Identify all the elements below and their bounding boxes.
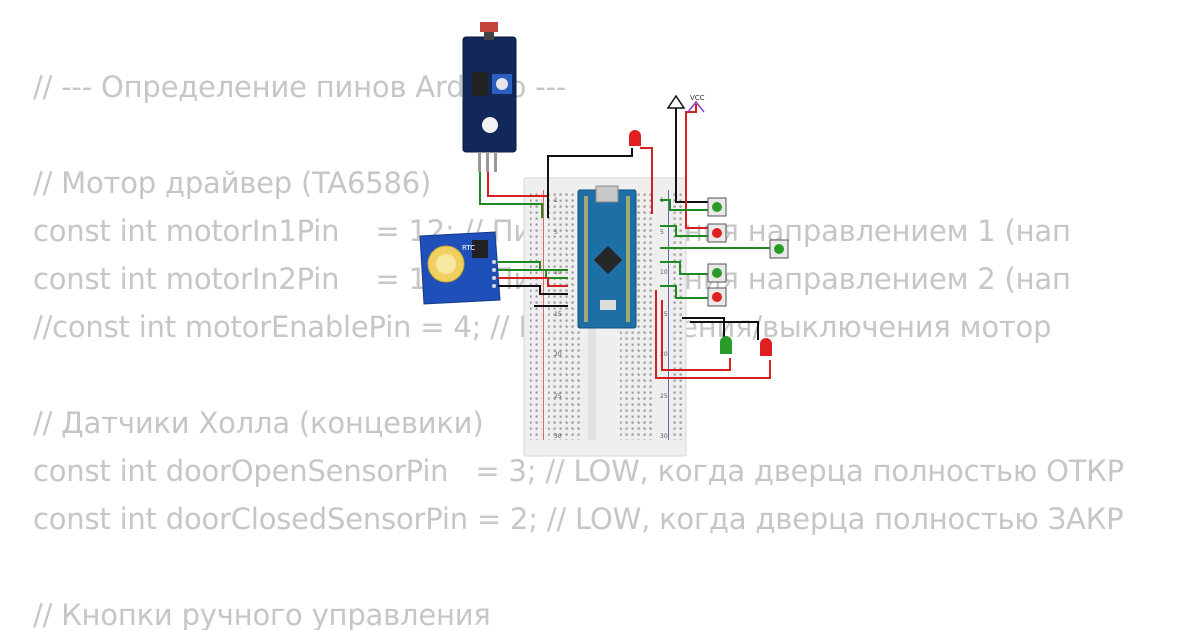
wire	[661, 300, 731, 371]
row-number: 15	[554, 311, 562, 318]
wire	[498, 285, 568, 295]
arduino-nano-board[interactable]	[577, 185, 637, 329]
vcc-symbol: VCC	[687, 94, 705, 113]
row-number: 30	[660, 433, 668, 440]
ground-symbol	[666, 94, 686, 109]
wire	[660, 199, 708, 211]
led-red	[760, 338, 772, 356]
row-number: 20	[660, 351, 668, 358]
wire	[498, 277, 568, 287]
rtc-module[interactable]: RTC	[419, 231, 501, 305]
row-number: 10	[554, 269, 562, 276]
row-number: 30	[554, 433, 562, 440]
wire	[682, 317, 725, 338]
push-buttons[interactable]	[707, 197, 789, 307]
row-number: 15	[660, 311, 668, 318]
code-line: const int motorIn2Pin = 11; // Пин управ…	[33, 262, 1071, 296]
row-number: 1	[554, 197, 558, 204]
row-number: 10	[660, 269, 668, 276]
wire	[675, 108, 708, 203]
row-number: 5	[554, 229, 558, 236]
light-sensor-module[interactable]	[462, 22, 517, 172]
wire	[690, 321, 759, 340]
wire	[660, 261, 708, 275]
code-line: const int doorOpenSensorPin = 3; // LOW,…	[33, 454, 1124, 488]
code-line: const int doorClosedSensorPin = 2; // LO…	[33, 502, 1124, 536]
wire	[640, 147, 653, 214]
vcc-label: VCC	[690, 94, 705, 102]
wire	[498, 269, 568, 279]
wire	[685, 104, 708, 229]
wire	[655, 290, 771, 379]
code-line: // Кнопки ручного управления	[33, 598, 491, 630]
wire	[479, 172, 543, 218]
wire	[660, 225, 708, 237]
code-line: // Мотор драйвер (TA6586)	[33, 166, 432, 200]
led-green	[720, 336, 732, 354]
wire	[547, 148, 633, 218]
led-red-top	[629, 130, 641, 146]
row-number: 25	[554, 393, 562, 400]
wires	[479, 104, 771, 379]
row-number: 5	[660, 229, 664, 236]
rtc-label: RTC	[462, 244, 475, 252]
row-number: 25	[660, 393, 668, 400]
row-number: 20	[554, 351, 562, 358]
wire	[498, 261, 568, 271]
code-line: // Датчики Холла (концевики)	[33, 406, 484, 440]
wire	[660, 285, 708, 299]
